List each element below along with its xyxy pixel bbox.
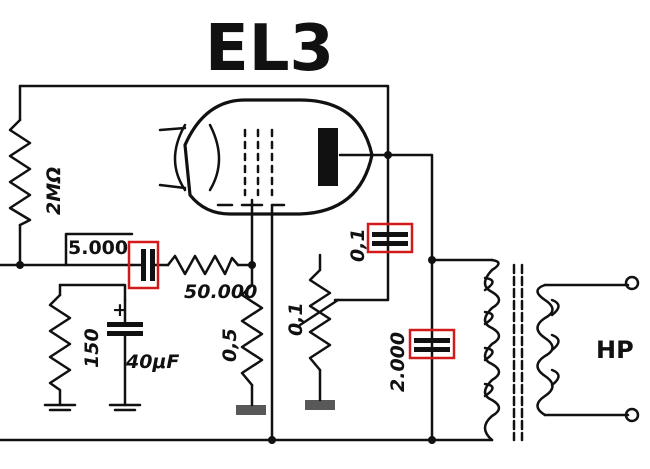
label-pot-0-1: 0,1 — [285, 302, 307, 336]
label-50000: 50.000 — [184, 281, 257, 303]
output-transformer — [483, 258, 560, 442]
resistor-0-5 — [240, 283, 264, 387]
resistor-2m — [8, 118, 32, 227]
label-0-5: 0,5 — [219, 328, 241, 362]
ground-symbols — [43, 400, 335, 415]
label-40uf: 40μF — [125, 351, 179, 373]
wiring — [0, 84, 630, 442]
pot-wiper — [298, 298, 340, 327]
junction-dots — [16, 151, 436, 444]
label-5000: 5.000 — [68, 237, 128, 259]
plate-capacitor — [408, 328, 456, 360]
label-2m: 2MΩ — [43, 167, 65, 215]
label-cap-0-1: 0,1 — [347, 228, 369, 262]
tone-capacitor — [366, 222, 414, 254]
plate-electrode — [318, 128, 338, 186]
tube-title: EL3 — [205, 12, 334, 86]
resistor-50k — [166, 254, 240, 276]
speaker-terminal-top — [624, 275, 640, 291]
label-2000: 2.000 — [387, 332, 409, 392]
electrolytic-capacitor — [107, 298, 143, 407]
resistor-150 — [48, 293, 72, 407]
el3-tube — [158, 98, 374, 216]
speaker-terminal-bottom — [624, 407, 640, 423]
potentiometer-0-1 — [308, 268, 332, 372]
label-hp: HP — [596, 336, 634, 364]
grid-coupling-capacitor — [127, 240, 160, 290]
label-plus: + — [112, 299, 128, 321]
label-150: 150 — [81, 328, 103, 368]
